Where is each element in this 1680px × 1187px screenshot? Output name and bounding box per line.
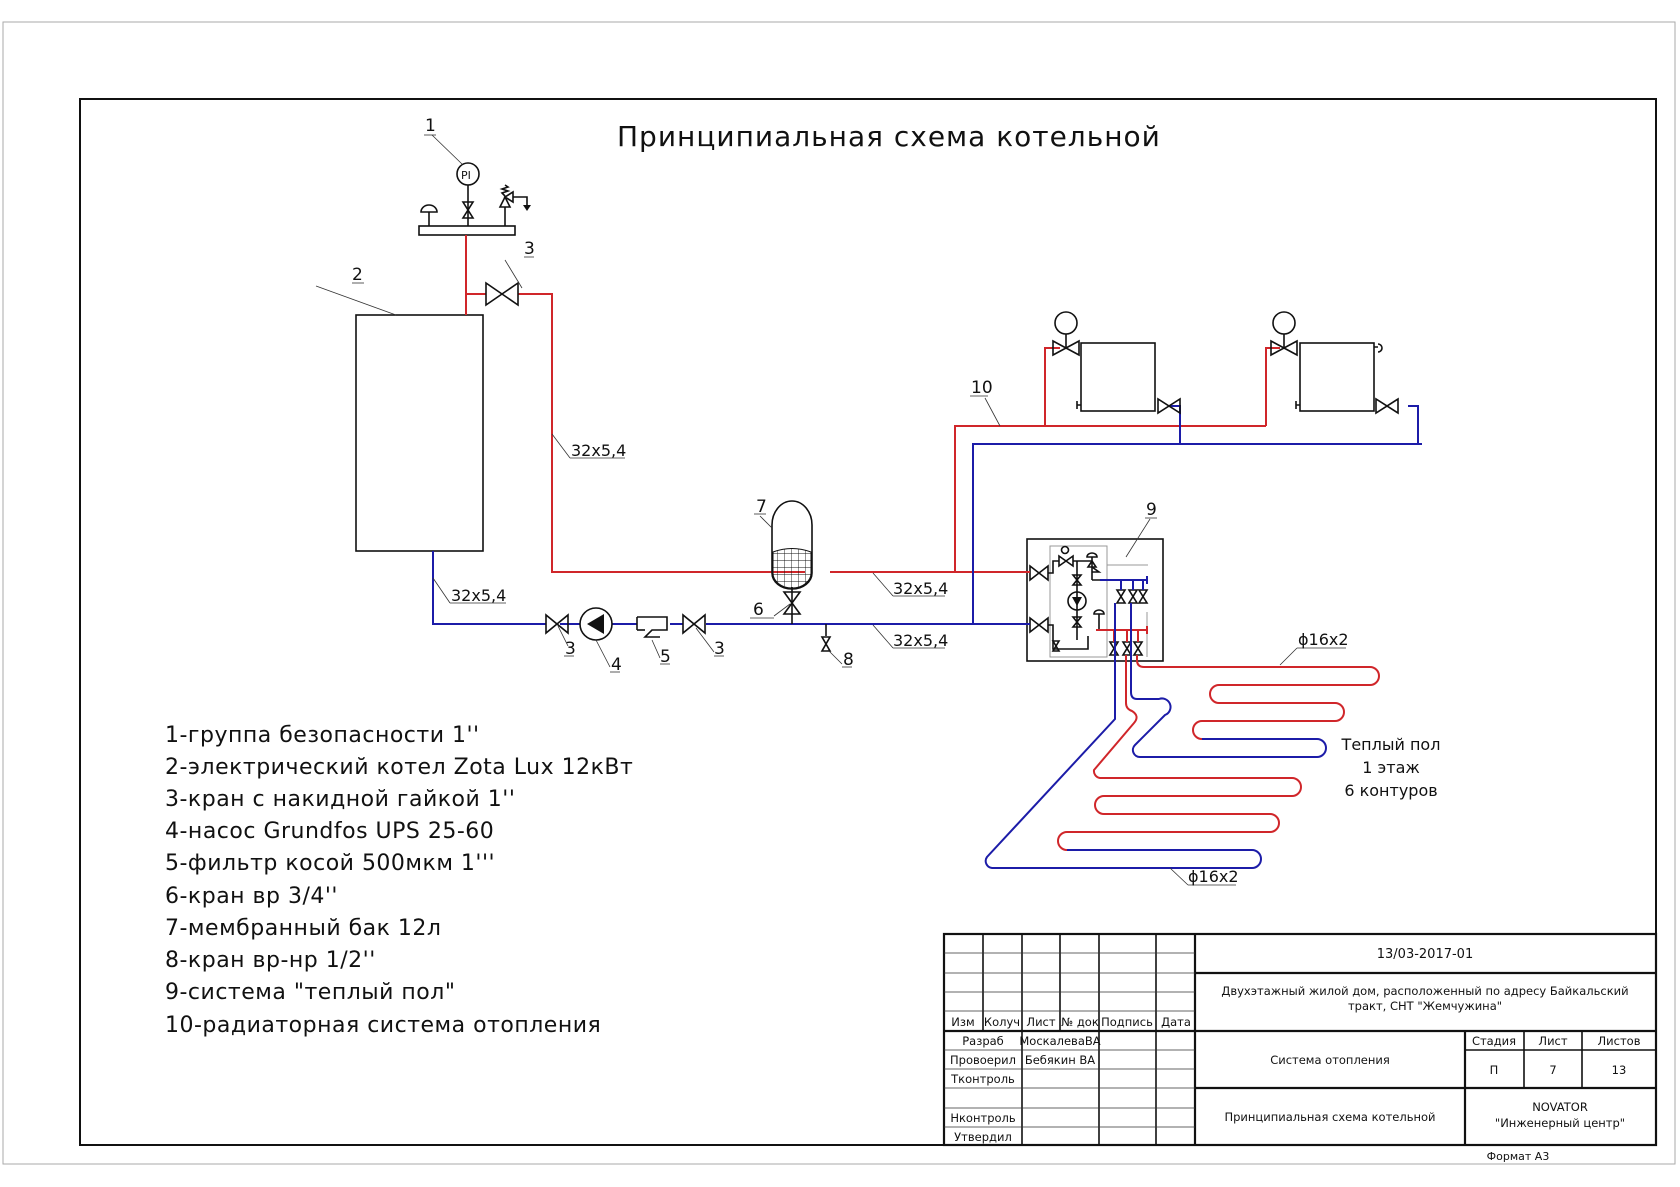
svg-text:6 контуров: 6 контуров: [1344, 781, 1437, 800]
pipe-label-main-return: 32x5,4: [893, 631, 948, 650]
legend-item: 10-радиаторная система отопления: [165, 1013, 601, 1038]
paper-format: Формат А3: [1487, 1150, 1550, 1163]
ball-valve-icon: [485, 281, 519, 307]
legend-item: 4-насос Grundfos UPS 25-60: [165, 819, 494, 844]
radiator-2: [1270, 311, 1399, 415]
header-list: Лист: [1026, 1015, 1055, 1029]
legend-item: 9-система "теплый пол": [165, 980, 455, 1005]
role-developer: Разраб: [962, 1034, 1004, 1048]
gauge-label: PI: [461, 169, 471, 182]
legend-item: 2-электрический котел Zota Lux 12кВт: [165, 755, 633, 780]
safety-group: PI 1: [418, 116, 531, 236]
position-label-3-right: 3: [714, 639, 725, 659]
role-checker: Провоерил: [950, 1053, 1016, 1067]
safety-valve-icon: [498, 190, 514, 208]
sheets-header: Листов: [1598, 1034, 1641, 1048]
tank-valve-icon: [782, 591, 802, 615]
pipe-label-floor-return: ϕ16x2: [1188, 867, 1239, 886]
organization-subtitle: "Инженерный центр": [1495, 1116, 1625, 1130]
position-label-8: 8: [843, 650, 854, 670]
thermostat-head-icon: [1272, 311, 1296, 335]
name-checker: Бебякин ВА: [1025, 1053, 1095, 1067]
position-label-7: 7: [756, 497, 767, 517]
pipe-label-boiler-return: 32x5,4: [451, 586, 506, 605]
return-pipes: [432, 405, 1422, 625]
role-tech-control: Тконтроль: [950, 1072, 1015, 1086]
pipe-label-main-supply: 32x5,4: [893, 579, 948, 598]
project-name-line-2: тракт, СНТ "Жемчужина": [1348, 999, 1502, 1013]
legend-item: 7-мембранный бак 12л: [165, 916, 442, 941]
drawing-frame: [79, 98, 1657, 1146]
legend-item: 5-фильтр косой 500мкм 1''': [165, 851, 495, 876]
svg-text:Теплый пол: Теплый пол: [1341, 735, 1441, 754]
ball-valve-icon: [682, 613, 706, 635]
role-approver: Утвердил: [954, 1130, 1012, 1144]
sheet-title: Принципиальная схема котельной: [1224, 1110, 1435, 1124]
document-code: 13/03-2017-01: [1377, 947, 1473, 962]
organization-name: NOVATOR: [1532, 1100, 1588, 1114]
position-label-5: 5: [660, 647, 671, 667]
sheet-value: 7: [1549, 1063, 1556, 1077]
legend-item: 1-группа безопасности 1'': [165, 723, 480, 748]
ball-valve-icon: [1029, 564, 1049, 582]
thermostat-head-icon: [1054, 311, 1078, 335]
position-label-1: 1: [425, 116, 436, 136]
legend-item: 8-кран вр-нр 1/2'': [165, 948, 376, 973]
header-signature: Подпись: [1101, 1015, 1153, 1029]
position-label-9: 9: [1146, 500, 1157, 520]
air-vent-icon: [420, 204, 438, 213]
thermostatic-valve-icon: [1270, 339, 1298, 357]
expansion-tank: [771, 500, 813, 590]
lockshield-valve-icon: [1157, 397, 1181, 415]
gauge-valve-icon: [461, 201, 475, 219]
thermostatic-valve-icon: [1052, 339, 1080, 357]
lockshield-valve-icon: [1375, 397, 1399, 415]
header-kol-uch: Колуч: [984, 1015, 1020, 1029]
stage-value: П: [1490, 1063, 1499, 1077]
drawing-title: Принципиальная схема котельной: [617, 120, 1161, 153]
title-block: Изм Колуч Лист № док Подпись Дата Разраб…: [942, 932, 1658, 1147]
project-name-line-1: Двухэтажный жилой дом, расположенный по …: [1221, 984, 1628, 998]
position-label-10: 10: [971, 378, 993, 398]
role-norm-control: Нконтроль: [950, 1111, 1016, 1125]
position-label-3-top: 3: [524, 239, 535, 259]
pipe-label-riser: 32x5,4: [571, 441, 626, 460]
legend-item: 6-кран вр 3/4'': [165, 884, 338, 909]
name-developer: МоскалеваВА: [1019, 1034, 1100, 1048]
manifold-pump-icon: [1067, 591, 1087, 611]
header-izm: Изм: [951, 1015, 974, 1029]
position-label-3-left: 3: [565, 639, 576, 659]
floor-heating-note: Теплый пол 1 этаж 6 контуров: [1341, 735, 1441, 800]
header-date: Дата: [1161, 1015, 1191, 1029]
underfloor-manifold: [1023, 538, 1164, 662]
drain-valve-icon: [820, 636, 832, 652]
legend-item: 3-кран с накидной гайкой 1'': [165, 787, 515, 812]
header-doc-no: № док: [1061, 1015, 1099, 1029]
svg-text:1 этаж: 1 этаж: [1362, 758, 1420, 777]
sheets-value: 13: [1612, 1063, 1627, 1077]
boiler: [355, 314, 484, 552]
underfloor-loops: [984, 603, 1380, 869]
radiator-1: [1052, 311, 1181, 415]
pipe-label-floor-supply: ϕ16x2: [1298, 630, 1349, 649]
position-label-2: 2: [352, 265, 363, 285]
sheet-border: [2, 21, 1676, 1165]
pressure-gauge-icon: [456, 162, 480, 186]
section-name: Система отопления: [1270, 1053, 1390, 1067]
strainer-filter-icon: [637, 616, 668, 638]
sheet-header: Лист: [1538, 1034, 1567, 1048]
ball-valve-icon: [1029, 616, 1049, 634]
position-label-6: 6: [753, 600, 764, 620]
position-label-4: 4: [611, 655, 622, 675]
legend: 1-группа безопасности 1'' 2-электрически…: [165, 723, 633, 1038]
stage-header: Стадия: [1472, 1034, 1516, 1048]
ball-valve-icon: [545, 613, 569, 635]
